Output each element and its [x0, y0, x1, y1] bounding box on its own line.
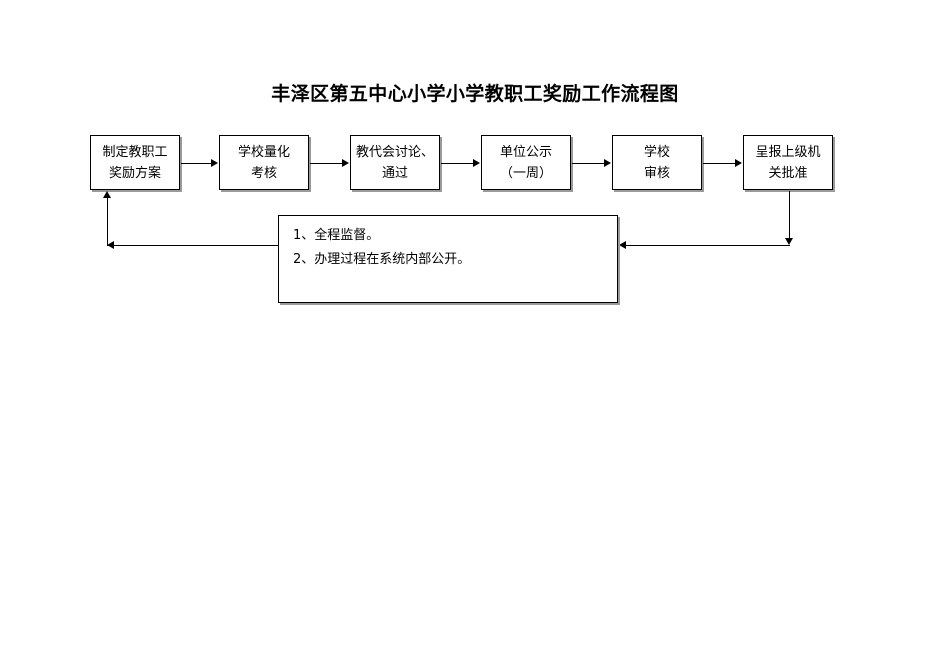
- step-5-line-2: 审核: [643, 165, 670, 181]
- connector-step6-down-arrowhead-icon: [785, 238, 793, 245]
- connector-up-to-step1-line: [107, 198, 108, 246]
- process-box-step-1[interactable]: 制定教职工 奖励方案: [90, 135, 180, 190]
- step-3-line-1: 教代会讨论、: [355, 144, 434, 160]
- connector-5-6-arrowhead-icon: [735, 159, 742, 167]
- process-box-step-3[interactable]: 教代会讨论、 通过: [350, 135, 440, 190]
- step-5-line-1: 学校: [643, 144, 670, 160]
- note-line-2: 2、办理过程在系统内部公开。: [293, 252, 471, 267]
- connector-1-2-line: [181, 163, 212, 164]
- step-1-line-1: 制定教职工: [102, 144, 168, 160]
- connector-4-5-arrowhead-icon: [604, 159, 611, 167]
- process-box-step-6[interactable]: 呈报上级机 关批准: [743, 135, 833, 190]
- step-6-line-1: 呈报上级机: [755, 144, 821, 160]
- step-4-line-1: 单位公示: [499, 144, 552, 160]
- note-box[interactable]: 1、全程监督。 2、办理过程在系统内部公开。: [278, 215, 618, 303]
- connector-2-3-arrowhead-icon: [342, 159, 349, 167]
- step-4-line-2: （一周）: [499, 165, 552, 181]
- connector-3-4-arrowhead-icon: [473, 159, 480, 167]
- note-line-1: 1、全程监督。: [293, 228, 380, 243]
- process-box-step-2[interactable]: 学校量化 考核: [219, 135, 309, 190]
- connector-4-5-line: [572, 163, 605, 164]
- connector-step6-to-note-line: [625, 245, 790, 246]
- step-1-line-2: 奖励方案: [108, 165, 161, 181]
- connector-2-3-line: [310, 163, 343, 164]
- step-2-line-1: 学校量化: [237, 144, 290, 160]
- connector-1-2-arrowhead-icon: [211, 159, 218, 167]
- connector-step6-down-line: [789, 191, 790, 242]
- step-6-line-2: 关批准: [768, 165, 808, 181]
- step-2-line-2: 考核: [250, 165, 277, 181]
- step-3-line-2: 通过: [381, 165, 408, 181]
- connector-up-to-step1-arrowhead-icon: [103, 191, 111, 198]
- page-title: 丰泽区第五中心小学小学教职工奖励工作流程图: [271, 83, 679, 105]
- connector-note-left-arrowhead-icon: [107, 241, 114, 249]
- process-box-step-5[interactable]: 学校 审核: [612, 135, 702, 190]
- process-box-step-4[interactable]: 单位公示 （一周）: [481, 135, 571, 190]
- connector-5-6-line: [703, 163, 736, 164]
- connector-note-right-arrowhead-icon: [619, 241, 626, 249]
- connector-note-to-left-line: [107, 245, 278, 246]
- connector-3-4-line: [441, 163, 474, 164]
